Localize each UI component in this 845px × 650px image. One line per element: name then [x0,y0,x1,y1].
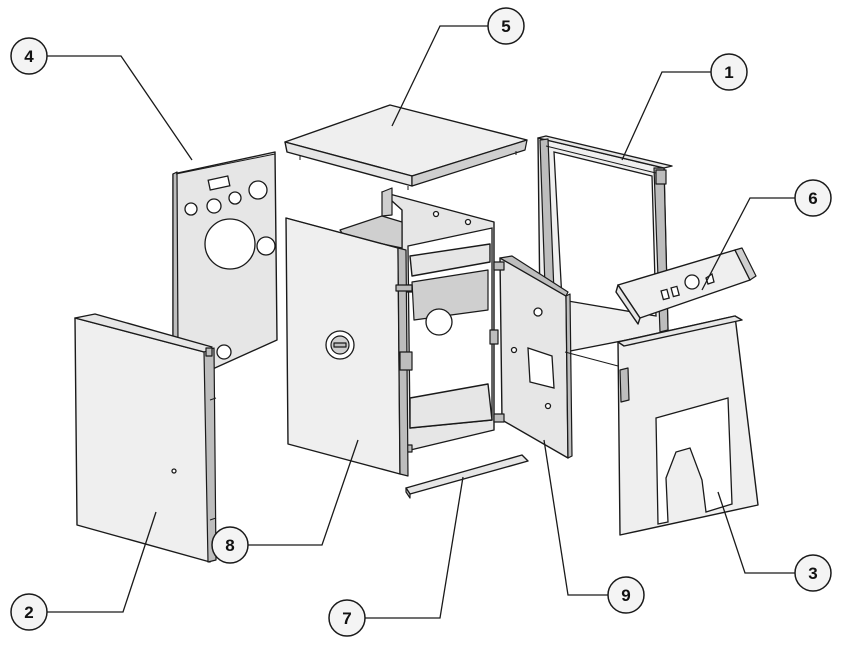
leader-7 [365,476,464,619]
callout-label-5: 5 [501,17,510,36]
callout-label-8: 8 [225,536,234,555]
callout-label-3: 3 [808,564,817,583]
part-8-front-door [285,217,413,477]
leader-lines [45,25,795,619]
callout-1: 1 [710,53,748,91]
leader-1 [621,71,711,161]
part-9-right-door [493,255,573,459]
callout-label-6: 6 [808,189,817,208]
part-7-bottom-strip [405,454,529,499]
leader-5 [391,25,488,127]
callout-7: 7 [328,599,366,637]
leader-9 [543,439,608,596]
leader-3 [717,491,795,574]
callout-2: 2 [10,593,48,631]
part-4-rear-panel [172,151,278,373]
part-5-top-lid [284,104,528,190]
leader-2 [45,511,157,613]
part-3-right-side-cover [564,315,759,536]
callout-3: 3 [794,554,832,592]
leader-4 [45,55,193,161]
part-2-left-side-panel [74,313,217,563]
callout-label-4: 4 [24,47,34,66]
callout-label-1: 1 [724,63,733,82]
cabinet-body [339,187,499,453]
callout-9: 9 [607,576,645,614]
callout-5: 5 [487,7,525,45]
callout-4: 4 [10,37,48,75]
callout-label-7: 7 [342,609,351,628]
leader-6 [701,197,795,291]
callout-label-2: 2 [24,603,33,622]
callout-6: 6 [794,179,832,217]
callout-label-9: 9 [621,586,630,605]
leader-8 [248,439,359,546]
callout-8: 8 [211,526,249,564]
